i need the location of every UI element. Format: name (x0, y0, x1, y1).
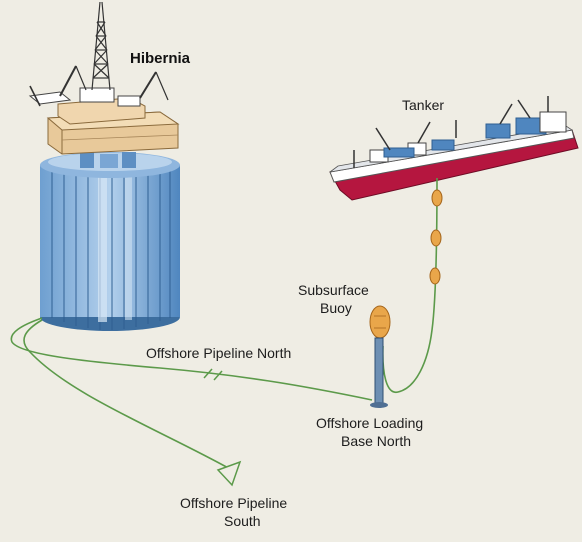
topsides-deck (28, 65, 180, 155)
hose-float-1 (431, 189, 443, 207)
hibernia-label: Hibernia (130, 50, 191, 67)
tanker-ship (329, 96, 579, 201)
pipeline-north (10, 317, 373, 401)
loading-base-label-line2: Base North (341, 433, 411, 449)
buoy-label-line1: Subsurface (298, 282, 369, 298)
pipeline-break-mark (203, 368, 213, 379)
subsurface-buoy (369, 305, 391, 339)
gravity-base-structure (40, 152, 180, 331)
pipeline-south-end-arrow (216, 460, 242, 487)
loading-hose (382, 177, 443, 393)
pipeline-south-label-line2: South (224, 513, 261, 529)
pipeline-break-mark (213, 370, 223, 381)
hose-float-3 (429, 267, 441, 285)
loading-base-riser (370, 337, 388, 408)
drilling-derrick (91, 1, 111, 91)
pipeline-south (23, 319, 242, 487)
pipeline-south-label-line1: Offshore Pipeline (180, 495, 287, 511)
pipeline-north-label: Offshore Pipeline North (146, 345, 291, 361)
buoy-label-line2: Buoy (320, 300, 352, 316)
tanker-label: Tanker (402, 97, 444, 113)
hibernia-platform (28, 1, 180, 331)
hose-float-2 (430, 229, 442, 247)
loading-base-label-line1: Offshore Loading (316, 415, 423, 431)
